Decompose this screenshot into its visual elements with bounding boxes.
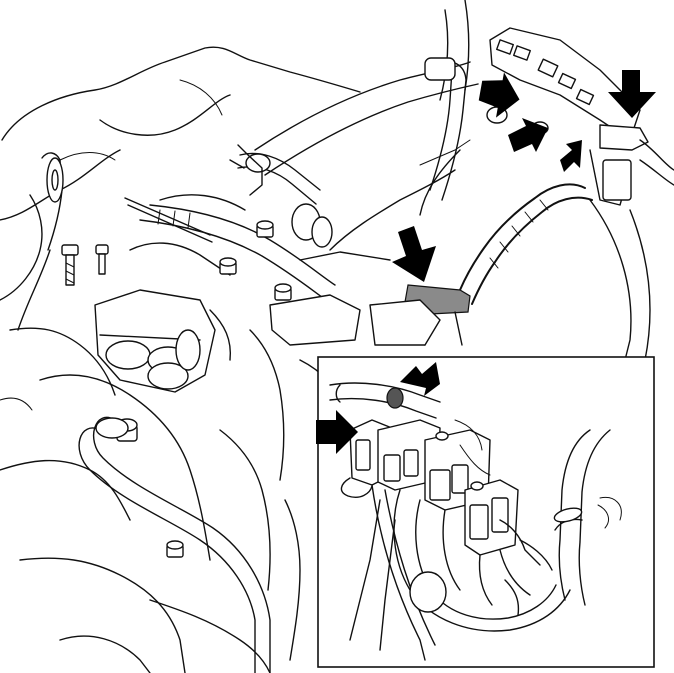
- bolt: [274, 283, 292, 301]
- bolt: [219, 257, 237, 275]
- callout-arrow-icon: [316, 410, 358, 454]
- callout-arrow-icon: [560, 140, 582, 172]
- main-tube: [139, 152, 336, 301]
- bolt: [166, 540, 184, 558]
- callout-arrow-icon: [608, 70, 656, 118]
- upper-connector-bank: [486, 27, 674, 206]
- bolt: [256, 220, 274, 238]
- ground-strap: [17, 152, 64, 331]
- upper-hoses: [254, 0, 479, 251]
- bolt: [61, 244, 79, 286]
- pipe-coupler: [311, 216, 333, 248]
- hose-clamp: [424, 57, 456, 81]
- inset-grommet: [409, 571, 447, 613]
- inset-detail: [316, 356, 655, 668]
- callout-arrow-icon: [392, 226, 436, 282]
- body-panel: [269, 139, 651, 361]
- callout-arrow-icon: [508, 118, 548, 152]
- lower-pipe: [78, 416, 271, 673]
- bolt: [95, 244, 109, 275]
- callout-arrows-main: [392, 70, 656, 282]
- mount-bracket: [94, 289, 232, 393]
- pipe-clamp: [124, 144, 263, 243]
- callout-arrow-icon: [400, 362, 440, 396]
- callout-arrow-icon: [478, 72, 520, 118]
